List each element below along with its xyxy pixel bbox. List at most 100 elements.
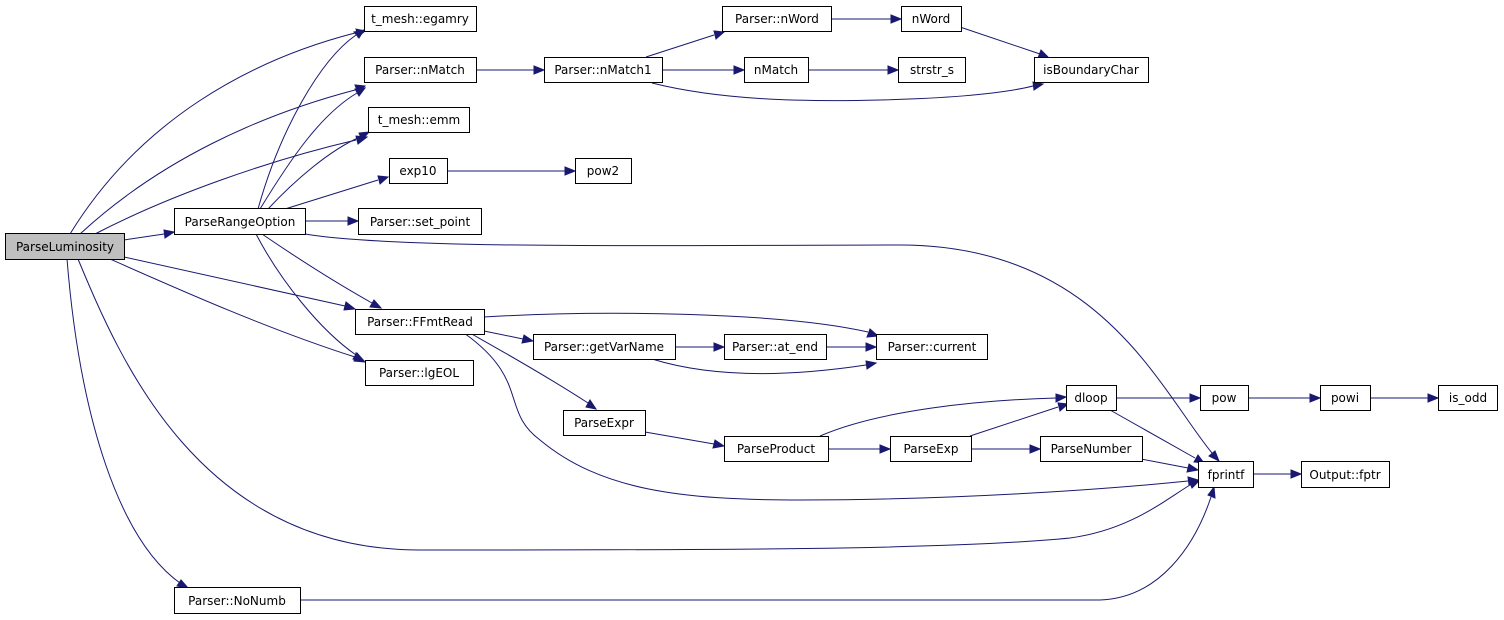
node-label: nMatch <box>754 63 798 77</box>
edge-powi-isodd <box>1370 393 1440 403</box>
node-nmatch[interactable]: nMatch <box>744 57 809 83</box>
edge-pow-powi <box>1248 393 1322 403</box>
node-label: Parser::FFmtRead <box>367 315 473 329</box>
node-parseproduct[interactable]: ParseProduct <box>724 436 829 462</box>
edge-getvarname-current <box>651 358 878 375</box>
node-label: ParseExp <box>904 442 959 456</box>
node-t-mesh-egamry[interactable]: t_mesh::egamry <box>364 6 477 32</box>
node-label: Parser::nMatch <box>375 63 465 77</box>
node-parser-at-end[interactable]: Parser::at_end <box>724 334 827 360</box>
node-label: Output::fptr <box>1309 468 1380 482</box>
node-label: Parser::nWord <box>735 12 819 26</box>
edge-parseluminosity-ffmtread <box>123 256 357 311</box>
node-label: Parser::current <box>888 340 977 354</box>
node-parseexpr[interactable]: ParseExpr <box>563 410 646 436</box>
edge-parserangeoption-nmatch <box>259 87 367 210</box>
node-label: nWord <box>912 12 950 26</box>
nodes: ParseLuminosity t_mesh::egamry Parser::n… <box>5 6 1498 614</box>
edge-exp10-pow2 <box>447 166 577 176</box>
edge-getvarname-atend <box>675 342 726 352</box>
edge-parseexpr-parseproduct <box>644 431 726 449</box>
node-label: dloop <box>1074 391 1107 405</box>
node-label: isBoundaryChar <box>1043 63 1139 77</box>
edge-parserangeoption-egamry <box>257 29 366 210</box>
node-label: powi <box>1331 391 1359 405</box>
edge-fprintf-outputfptr <box>1253 469 1303 479</box>
edge-parseexp-parsenumber <box>971 444 1042 454</box>
node-label: ParseNumber <box>1051 442 1132 456</box>
node-label: Parser::set_point <box>370 215 471 229</box>
edge-ffmtread-getvarname <box>483 330 535 344</box>
node-parse-range-option[interactable]: ParseRangeOption <box>174 208 306 235</box>
node-label: ParseRangeOption <box>185 215 296 229</box>
edge-nonumb-fprintf <box>299 485 1216 601</box>
node-label: Parser::getVarName <box>544 340 664 354</box>
edge-parserangeoption-ffmtread <box>261 233 383 309</box>
edge-nmatchfn-strstr <box>808 65 900 75</box>
node-exp10[interactable]: exp10 <box>389 158 448 184</box>
node-powi[interactable]: powi <box>1320 385 1371 411</box>
node-dloop[interactable]: dloop <box>1066 385 1117 411</box>
node-parser-nmatch1[interactable]: Parser::nMatch1 <box>544 57 663 83</box>
node-label: pow <box>1212 391 1237 405</box>
node-parser-nonumb[interactable]: Parser::NoNumb <box>174 587 301 614</box>
node-label: Parser::lgEOL <box>379 366 459 380</box>
node-parsenumber[interactable]: ParseNumber <box>1040 436 1143 462</box>
edge-nwordfn-isboundarychar <box>959 26 1051 59</box>
edge-parserangeoption-emm <box>267 131 371 210</box>
node-parser-getvarname[interactable]: Parser::getVarName <box>533 334 676 360</box>
edge-nmatch1-nword <box>645 30 726 58</box>
node-label: ParseLuminosity <box>16 240 114 254</box>
edge-parseproduct-dloop <box>819 393 1068 437</box>
node-parser-lgeol[interactable]: Parser::lgEOL <box>365 360 474 386</box>
node-pow[interactable]: pow <box>1200 385 1249 411</box>
edge-atend-current <box>826 342 878 352</box>
node-label: ParseExpr <box>574 416 634 430</box>
edge-parseluminosity-fprintf <box>77 258 1202 551</box>
edge-parserangeoption-lgeol <box>255 233 366 362</box>
edge-ffmtread-parseexpr <box>469 332 598 410</box>
edge-ffmtread-current <box>483 312 880 338</box>
edge-parseluminosity-lgeol <box>109 258 367 363</box>
node-label: t_mesh::emm <box>378 113 460 127</box>
node-label: fprintf <box>1208 468 1245 482</box>
edge-parseluminosity-egamry <box>69 28 367 235</box>
edge-parserangeoption-fprintf <box>304 233 1220 463</box>
node-fprintf[interactable]: fprintf <box>1198 461 1254 488</box>
node-is-odd[interactable]: is_odd <box>1438 385 1498 411</box>
node-output-fptr[interactable]: Output::fptr <box>1301 461 1390 488</box>
edge-dloop-pow <box>1116 393 1202 403</box>
edge-ffmtread-fprintf <box>463 332 1200 501</box>
edge-parserangeoption-exp10 <box>284 175 390 210</box>
node-parser-current[interactable]: Parser::current <box>876 334 988 360</box>
node-parseexp[interactable]: ParseExp <box>890 436 972 462</box>
node-parser-ffmtread[interactable]: Parser::FFmtRead <box>355 309 485 335</box>
edge-nword-nwordfn <box>831 14 903 24</box>
node-parser-set-point[interactable]: Parser::set_point <box>358 208 482 235</box>
node-parser-nword[interactable]: Parser::nWord <box>722 6 832 32</box>
edge-parseluminosity-nonumb <box>66 258 190 589</box>
node-label: Parser::nMatch1 <box>554 63 651 77</box>
node-parser-nmatch[interactable]: Parser::nMatch <box>364 57 477 83</box>
node-label: t_mesh::egamry <box>371 12 469 26</box>
edge-nmatch-nmatch1 <box>476 65 546 75</box>
node-label: Parser::at_end <box>732 340 818 354</box>
node-nword[interactable]: nWord <box>901 6 962 32</box>
edge-parsenumber-fprintf <box>1140 458 1200 473</box>
node-t-mesh-emm[interactable]: t_mesh::emm <box>368 107 470 133</box>
node-label: pow2 <box>587 164 619 178</box>
edge-parseproduct-parseexp <box>828 444 892 454</box>
edge-nmatch1-isboundarychar <box>651 81 1045 102</box>
edges <box>66 14 1440 601</box>
edge-nmatch1-nmatchfn <box>662 65 746 75</box>
node-parse-luminosity[interactable]: ParseLuminosity <box>5 233 125 260</box>
node-pow2[interactable]: pow2 <box>575 158 632 184</box>
node-isboundarychar[interactable]: isBoundaryChar <box>1034 57 1149 83</box>
node-strstr-s[interactable]: strstr_s <box>898 57 966 83</box>
node-label: exp10 <box>399 164 436 178</box>
node-label: strstr_s <box>910 63 954 77</box>
edge-parserangeoption-setpoint <box>305 216 360 226</box>
edge-parseluminosity-parserangeoption <box>123 229 176 241</box>
node-label: ParseProduct <box>737 442 815 456</box>
